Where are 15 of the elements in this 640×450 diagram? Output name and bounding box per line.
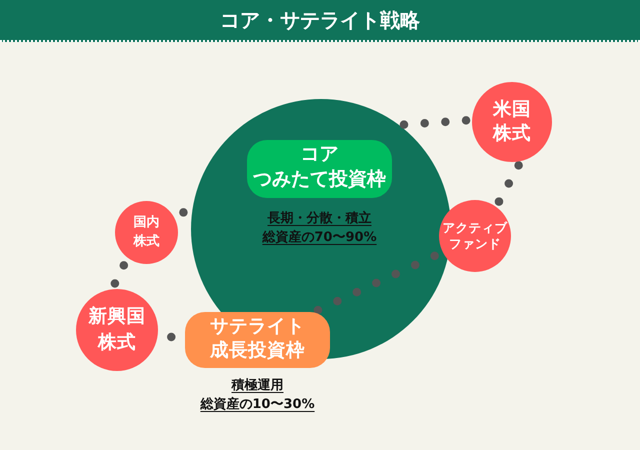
circle-label: アクティブファンド bbox=[442, 220, 508, 252]
note-text: 積極運用 bbox=[232, 376, 284, 394]
pill-heading: コア bbox=[300, 142, 338, 166]
dotted-connector bbox=[494, 160, 524, 208]
note-text: 長期・分散・積立 bbox=[268, 210, 372, 228]
note-text: 総資産の10〜30% bbox=[200, 396, 315, 414]
circle-label: 米国株式 bbox=[492, 98, 532, 146]
circle-label: 新興国株式 bbox=[87, 305, 146, 355]
pill-heading: サテライト bbox=[210, 314, 305, 338]
pill-label: つみたて投資枠 bbox=[253, 166, 386, 192]
pill-label: 成長投資枠 bbox=[210, 338, 305, 362]
title: コア・サテライト戦略 bbox=[220, 8, 420, 32]
note-text: 総資産の70〜90% bbox=[262, 228, 377, 246]
dotted-connector bbox=[399, 116, 472, 129]
circle-label: 国内株式 bbox=[132, 214, 160, 251]
